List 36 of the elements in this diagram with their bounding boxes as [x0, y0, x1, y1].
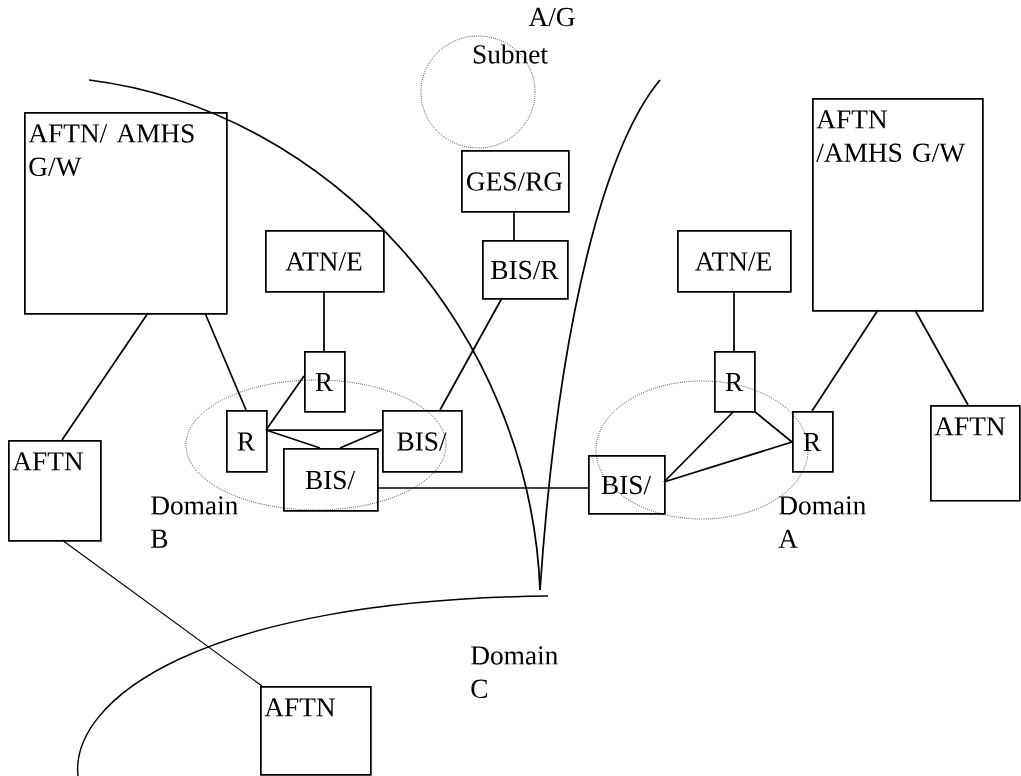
link-line — [265, 429, 321, 449]
router-box: BIS/R — [482, 240, 569, 300]
link-line — [61, 312, 149, 441]
link-line — [733, 290, 735, 352]
router-box: R — [226, 410, 268, 473]
terminal-box: AFTN — [8, 440, 102, 542]
node-label: A/G — [528, 7, 575, 27]
router-box: BIS/ — [588, 455, 666, 515]
gateway-box: AFTN/ AMHS G/W — [24, 112, 228, 315]
terminal-box: AFTN — [260, 686, 372, 776]
link-line — [204, 312, 247, 411]
domain-label: Domain B — [151, 496, 238, 548]
router-box: BIS/ — [283, 448, 379, 512]
link-line — [265, 429, 383, 431]
link-line — [61, 539, 263, 687]
router-box: R — [304, 351, 346, 413]
gateway-box: AFTN /AMHS G/W — [812, 98, 984, 312]
domain-label: Domain C — [471, 646, 558, 698]
link-line — [914, 309, 969, 406]
link-line — [513, 210, 515, 241]
link-line — [439, 297, 503, 411]
station-box: GES/RG — [461, 150, 570, 213]
link-line — [663, 441, 793, 483]
router-box: R — [714, 351, 756, 413]
link-line — [339, 429, 383, 449]
router-box: R — [792, 411, 834, 473]
domain-label: Domain A — [778, 496, 866, 548]
link-line — [323, 290, 325, 352]
end-system-box: ATN/E — [265, 230, 385, 293]
link-line — [376, 487, 589, 489]
end-system-box: ATN/E — [677, 230, 792, 293]
link-line — [663, 410, 735, 483]
router-box: BIS/ — [382, 410, 463, 473]
terminal-box: AFTN — [930, 405, 1021, 502]
link-line — [811, 309, 879, 412]
link-line — [753, 410, 793, 443]
